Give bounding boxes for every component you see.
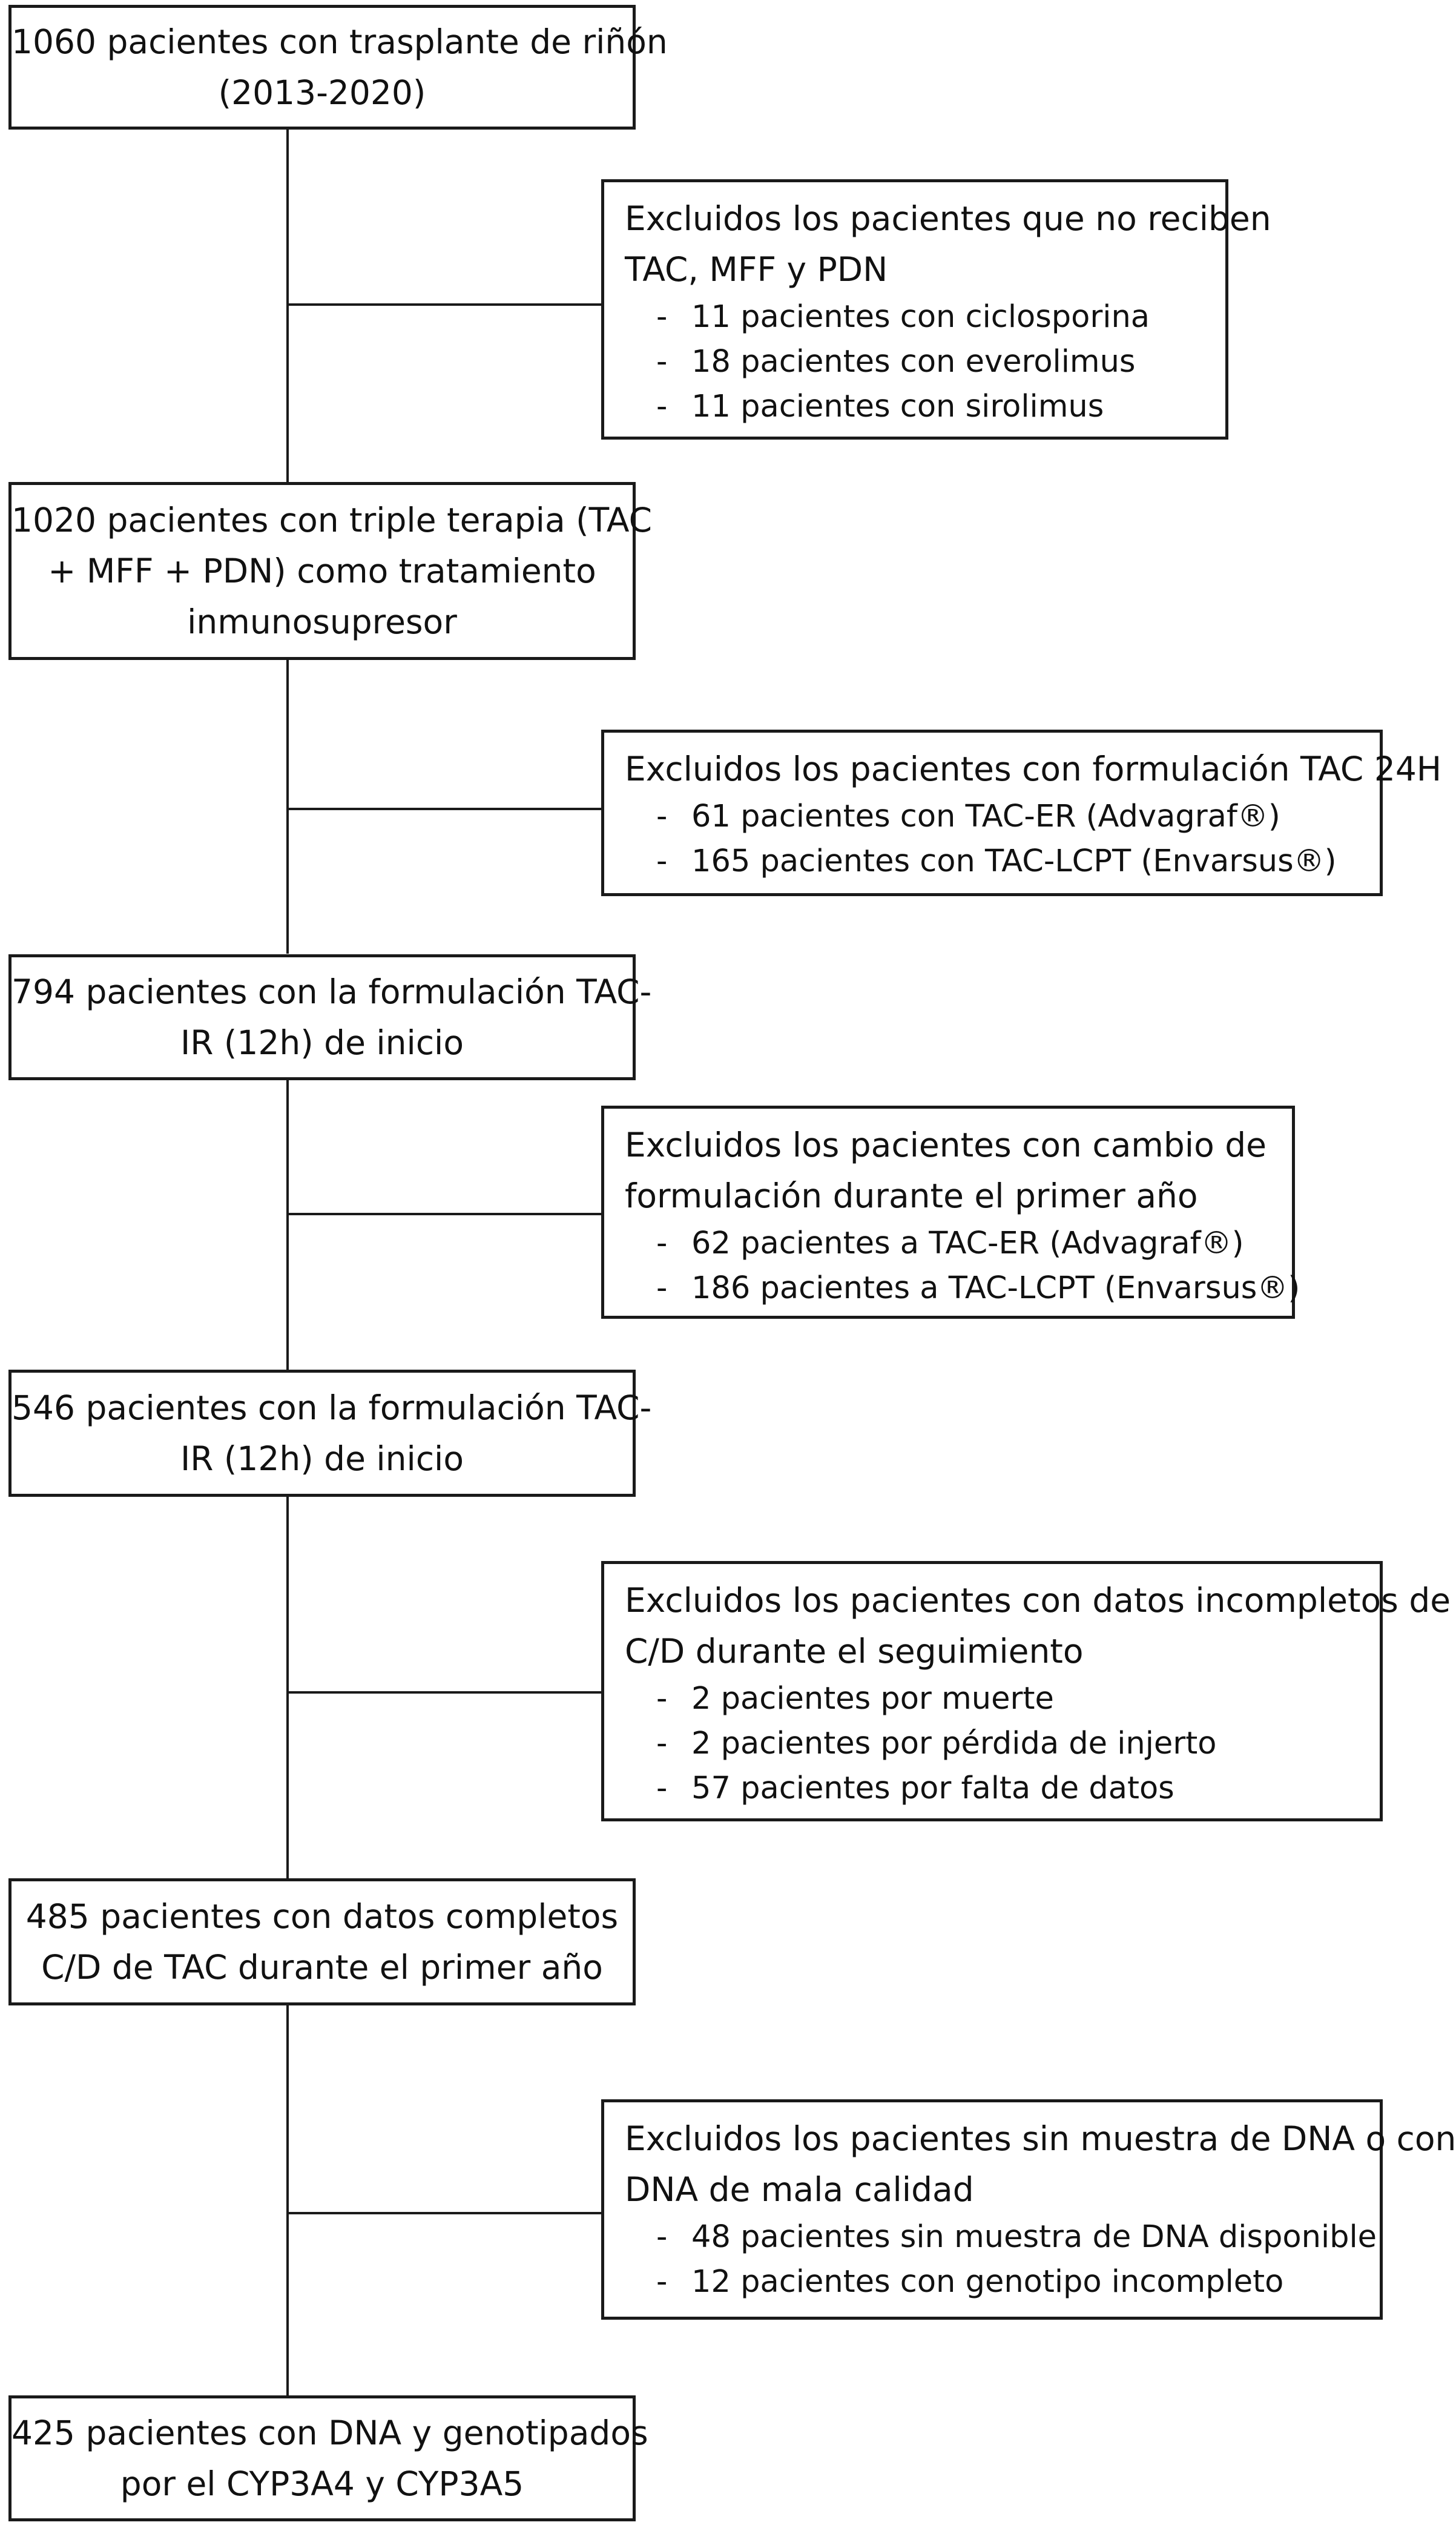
step-4-line-2: IR (12h) de inicio xyxy=(180,1439,464,1478)
step-1-line-2: (2013-2020) xyxy=(218,73,426,112)
step-5-line-1: 485 pacientes con datos completos xyxy=(25,1897,619,1936)
step-2-line-1: 1020 pacientes con triple terapia (TAC xyxy=(12,501,652,540)
connector-branch-5 xyxy=(286,2212,604,2214)
step-box-6: 425 pacientes con DNA y genotipados por … xyxy=(8,2395,648,2521)
exclusion-3-item: 62 pacientes a TAC-ER (Advagraf®) xyxy=(656,1221,1277,1266)
exclusion-3-line-2: formulación durante el primer año xyxy=(625,1177,1198,1215)
connector-branch-3 xyxy=(286,1213,604,1215)
exclusion-box-5: Excluidos los pacientes sin muestra de D… xyxy=(601,2099,1456,2320)
exclusion-1-line-2: TAC, MFF y PDN xyxy=(625,250,888,289)
exclusion-1-list: 11 pacientes con ciclosporina 18 pacient… xyxy=(625,295,1211,429)
step-box-5: 485 pacientes con datos completos C/D de… xyxy=(8,1878,636,2005)
step-box-4: 546 pacientes con la formulación TAC- IR… xyxy=(8,1370,652,1497)
step-2-line-2: + MFF + PDN) como tratamiento xyxy=(48,552,596,590)
exclusion-4-item: 2 pacientes por pérdida de injerto xyxy=(656,1721,1365,1766)
exclusion-1-item: 11 pacientes con ciclosporina xyxy=(656,295,1211,340)
flow-diagram: 1060 pacientes con trasplante de riñón (… xyxy=(0,0,1394,2528)
step-1-line-1: 1060 pacientes con trasplante de riñón xyxy=(12,22,668,61)
step-6-line-2: por el CYP3A4 y CYP3A5 xyxy=(120,2464,524,2503)
connector-trunk-4 xyxy=(286,1496,289,1879)
exclusion-3-list: 62 pacientes a TAC-ER (Advagraf®) 186 pa… xyxy=(625,1221,1300,1311)
step-4-line-1: 546 pacientes con la formulación TAC- xyxy=(12,1388,652,1427)
exclusion-5-item: 48 pacientes sin muestra de DNA disponib… xyxy=(656,2215,1377,2260)
exclusion-2-item: 61 pacientes con TAC-ER (Advagraf®) xyxy=(656,794,1365,839)
connector-branch-2 xyxy=(286,808,604,810)
exclusion-1-line-1: Excluidos los pacientes que no reciben xyxy=(625,199,1271,238)
step-3-line-2: IR (12h) de inicio xyxy=(180,1023,464,1062)
connector-trunk-2 xyxy=(286,659,289,954)
connector-trunk-1 xyxy=(286,128,289,484)
exclusion-4-item: 57 pacientes por falta de datos xyxy=(656,1766,1365,1811)
step-5-line-2: C/D de TAC durante el primer año xyxy=(41,1948,603,1987)
step-box-1: 1060 pacientes con trasplante de riñón (… xyxy=(8,5,668,130)
connector-trunk-5 xyxy=(286,2004,289,2397)
exclusion-1-item: 18 pacientes con everolimus xyxy=(656,340,1211,384)
connector-branch-4 xyxy=(286,1691,604,1694)
exclusion-box-3: Excluidos los pacientes con cambio de fo… xyxy=(601,1106,1300,1319)
exclusion-3-line-1: Excluidos los pacientes con cambio de xyxy=(625,1126,1267,1164)
exclusion-box-4: Excluidos los pacientes con datos incomp… xyxy=(601,1561,1451,1821)
exclusion-3-item: 186 pacientes a TAC-LCPT (Envarsus®) xyxy=(656,1266,1300,1311)
connector-branch-1 xyxy=(286,303,604,306)
exclusion-box-2: Excluidos los pacientes con formulación … xyxy=(601,730,1442,896)
exclusion-5-line-2: DNA de mala calidad xyxy=(625,2170,974,2209)
connector-trunk-3 xyxy=(286,1079,289,1377)
exclusion-5-item: 12 pacientes con genotipo incompleto xyxy=(656,2260,1365,2305)
exclusion-2-item: 165 pacientes con TAC-LCPT (Envarsus®) xyxy=(656,839,1365,884)
exclusion-box-1: Excluidos los pacientes que no reciben T… xyxy=(601,179,1271,440)
exclusion-5-list: 48 pacientes sin muestra de DNA disponib… xyxy=(625,2215,1377,2305)
step-2-line-3: inmunosupresor xyxy=(187,602,457,641)
step-6-line-1: 425 pacientes con DNA y genotipados xyxy=(12,2414,648,2452)
exclusion-4-list: 2 pacientes por muerte 2 pacientes por p… xyxy=(625,1677,1365,1811)
step-box-2: 1020 pacientes con triple terapia (TAC +… xyxy=(8,482,652,660)
exclusion-5-line-1: Excluidos los pacientes sin muestra de D… xyxy=(625,2119,1456,2158)
exclusion-1-item: 11 pacientes con sirolimus xyxy=(656,384,1211,429)
exclusion-2-line-1: Excluidos los pacientes con formulación … xyxy=(625,750,1442,788)
step-3-line-1: 794 pacientes con la formulación TAC- xyxy=(12,972,652,1011)
exclusion-4-line-1: Excluidos los pacientes con datos incomp… xyxy=(625,1581,1451,1620)
exclusion-4-item: 2 pacientes por muerte xyxy=(656,1677,1365,1721)
step-box-3: 794 pacientes con la formulación TAC- IR… xyxy=(8,954,652,1080)
exclusion-4-line-2: C/D durante el seguimiento xyxy=(625,1632,1084,1671)
exclusion-2-list: 61 pacientes con TAC-ER (Advagraf®) 165 … xyxy=(625,794,1365,884)
